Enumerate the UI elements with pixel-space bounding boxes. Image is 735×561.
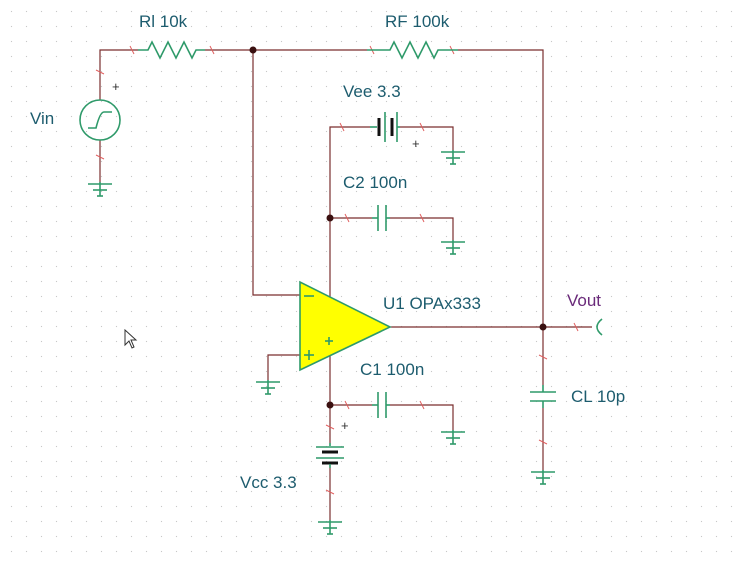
vee-label: Vee 3.3: [343, 82, 401, 101]
c1-label: C1 100n: [360, 360, 425, 379]
capacitor-cl[interactable]: [530, 385, 556, 408]
ground-cl: [531, 470, 555, 485]
c2-label: C2 100n: [343, 173, 408, 192]
ground-c1: [441, 430, 465, 445]
vin-plus-sign: +: [112, 79, 120, 94]
ground-c2: [441, 240, 465, 255]
vout-terminal[interactable]: [596, 318, 603, 336]
battery-vcc[interactable]: [316, 443, 344, 468]
ground-vin: [88, 182, 112, 197]
vcc-plus-sign: +: [341, 418, 349, 433]
vin-source[interactable]: [79, 99, 121, 141]
u1-label: U1 OPAx333: [383, 294, 481, 313]
capacitor-c1[interactable]: [372, 392, 390, 418]
mouse-pointer-icon: [124, 329, 138, 349]
pin-markers: [95, 45, 579, 495]
opamp-u1[interactable]: [299, 280, 392, 372]
ground-vcc: [318, 520, 342, 535]
resistor-rl[interactable]: [138, 40, 205, 60]
vee-plus-sign: +: [412, 136, 420, 151]
ground-opamp-plus: [256, 380, 280, 395]
vout-label: Vout: [567, 291, 602, 310]
battery-vee[interactable]: [370, 112, 400, 142]
rf-label: RF 100k: [385, 12, 450, 31]
vin-label: Vin: [30, 109, 55, 128]
resistor-rf[interactable]: [367, 40, 458, 60]
vcc-label: Vcc 3.3: [240, 473, 297, 492]
capacitor-c2[interactable]: [372, 205, 390, 231]
wires: [99, 49, 592, 520]
junction-nodes: [249, 46, 547, 409]
cl-label: CL 10p: [571, 387, 626, 406]
rl-label: Rl 10k: [139, 12, 188, 31]
ground-vee: [441, 150, 465, 165]
